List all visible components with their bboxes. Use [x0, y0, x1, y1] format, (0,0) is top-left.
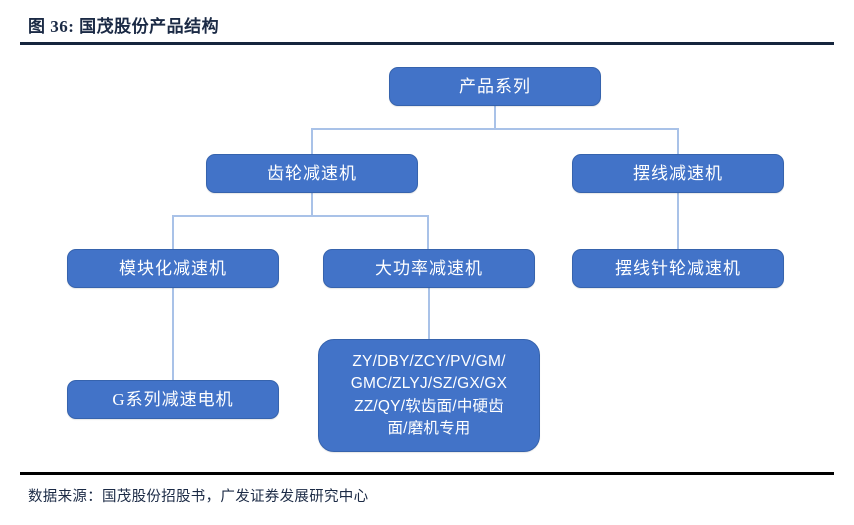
page-title: 图 36: 国茂股份产品结构 — [28, 17, 220, 36]
node-product-model-list-text: ZY/DBY/ZCY/PV/GM/ GMC/ZLYJ/SZ/GX/GX ZZ/Q… — [350, 352, 508, 437]
connector-root-to-cycloidal — [677, 128, 679, 155]
product-structure-diagram: 产品系列 齿轮减速机 摆线减速机 模块化减速机 大功率减速机 摆线针轮减速机 G… — [0, 46, 854, 460]
connector-modular-to-gseries — [172, 288, 174, 381]
node-cycloidal-pin-wheel-reducer[interactable]: 摆线针轮减速机 — [572, 249, 784, 288]
node-cycloidal-reducer[interactable]: 摆线减速机 — [572, 154, 784, 193]
node-gear-reducer[interactable]: 齿轮减速机 — [206, 154, 418, 193]
connector-level2-bus — [311, 128, 679, 130]
connector-gear-to-modular — [172, 215, 174, 250]
connector-cycloidal-to-cyclopin — [677, 193, 679, 250]
node-high-power-reducer[interactable]: 大功率减速机 — [323, 249, 535, 288]
node-modular-reducer[interactable]: 模块化减速机 — [67, 249, 279, 288]
node-g-series-geared-motor[interactable]: G系列减速电机 — [67, 380, 279, 419]
node-product-model-list[interactable]: ZY/DBY/ZCY/PV/GM/ GMC/ZLYJ/SZ/GX/GX ZZ/Q… — [318, 339, 540, 452]
connector-gear-down — [311, 193, 313, 216]
connector-level3-bus — [172, 215, 429, 217]
data-source-note: 数据来源：国茂股份招股书，广发证券发展研究中心 — [28, 489, 369, 505]
title-divider — [20, 42, 834, 45]
connector-root-to-gear — [311, 128, 313, 155]
footer-divider — [20, 472, 834, 475]
connector-highpower-to-spec — [428, 288, 430, 340]
node-product-series[interactable]: 产品系列 — [389, 67, 601, 106]
connector-gear-to-highpower — [427, 215, 429, 250]
connector-root-down — [494, 106, 496, 129]
